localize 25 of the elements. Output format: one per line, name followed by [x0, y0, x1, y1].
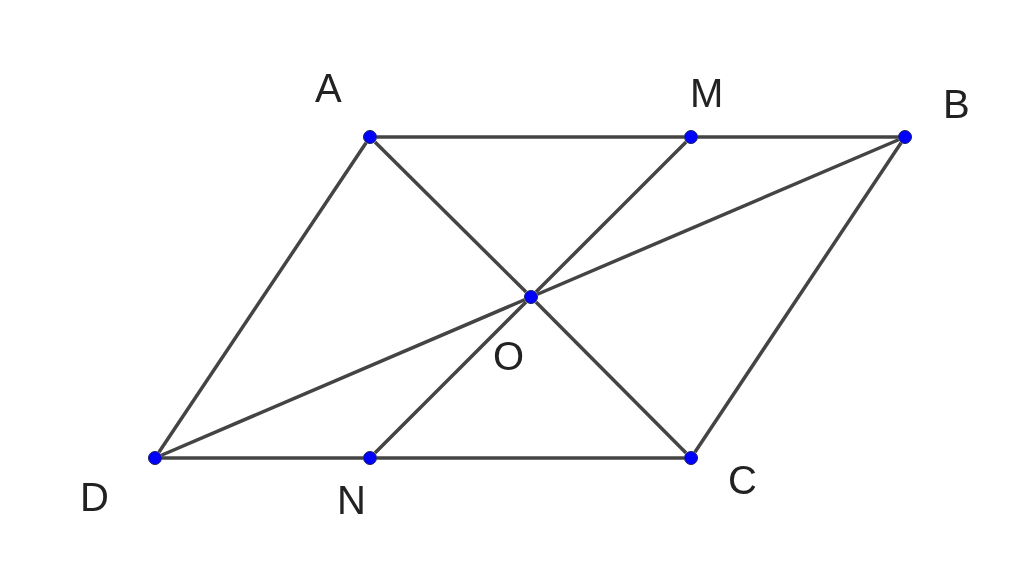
- point-dot: [898, 130, 912, 144]
- line-segment: [536, 138, 900, 296]
- line-segment: [373, 140, 528, 294]
- point-label: A: [315, 68, 342, 108]
- point-dot: [684, 130, 698, 144]
- point-dot: [363, 451, 377, 465]
- line-segment: [534, 300, 688, 455]
- point-label: N: [337, 480, 366, 520]
- line-segment: [373, 300, 528, 455]
- point-label: D: [80, 477, 109, 517]
- line-segment: [693, 141, 903, 454]
- line-segment: [534, 140, 688, 294]
- line-segment: [157, 141, 368, 454]
- point-label: B: [943, 84, 970, 124]
- line-segment: [162, 456, 363, 460]
- point-label: C: [728, 460, 757, 500]
- point-dot: [148, 451, 162, 465]
- line-segment: [698, 135, 898, 139]
- point-dot: [684, 451, 698, 465]
- line-segment: [160, 298, 526, 457]
- line-segment: [377, 135, 684, 139]
- point-label: M: [690, 73, 724, 113]
- point-label: O: [493, 336, 525, 376]
- line-segment: [377, 456, 684, 460]
- point-dot: [363, 130, 377, 144]
